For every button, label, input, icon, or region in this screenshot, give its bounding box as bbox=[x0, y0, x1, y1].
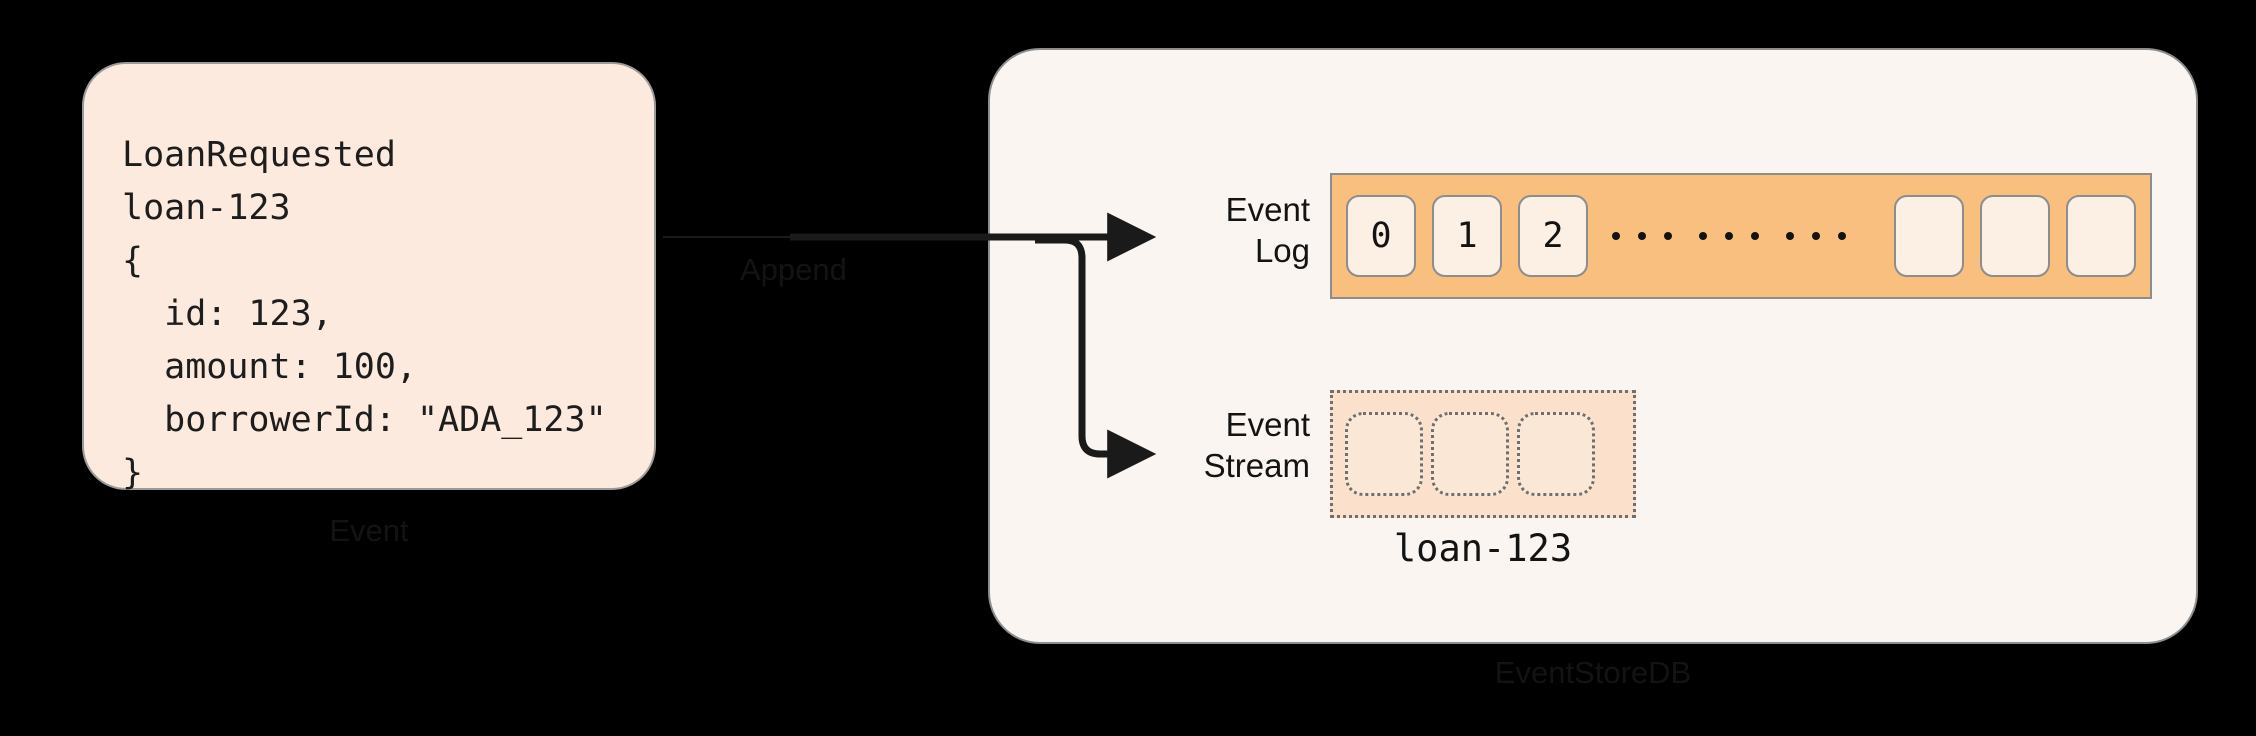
ellipsis-dot bbox=[1638, 232, 1646, 240]
ellipsis-dot bbox=[1664, 232, 1672, 240]
ellipsis-dot bbox=[1812, 232, 1820, 240]
event-log-cell-empty bbox=[2066, 195, 2136, 277]
event-log-cell-empty bbox=[1894, 195, 1964, 277]
event-stream-band bbox=[1330, 390, 1636, 518]
event-stream-cell bbox=[1345, 412, 1423, 496]
ellipsis-dot bbox=[1725, 232, 1733, 240]
append-arrow-label: Append bbox=[740, 252, 847, 287]
event-stream-cell bbox=[1431, 412, 1509, 496]
event-log-band: 0 1 2 bbox=[1330, 173, 2152, 299]
event-log-cell-empty bbox=[1980, 195, 2050, 277]
eventstoredb-caption: EventStoreDB bbox=[1494, 655, 1692, 690]
event-stream-label: Event Stream bbox=[1203, 406, 1310, 484]
ellipsis-dot bbox=[1699, 232, 1707, 240]
event-stream-cell bbox=[1517, 412, 1595, 496]
event-log-trailing-cells bbox=[1894, 195, 2136, 277]
event-log-cell: 2 bbox=[1518, 195, 1588, 277]
event-card: LoanRequested loan-123 { id: 123, amount… bbox=[82, 62, 656, 493]
ellipsis-dot bbox=[1612, 232, 1620, 240]
eventstoredb-container bbox=[988, 48, 2198, 644]
ellipsis-group bbox=[1612, 232, 1672, 240]
event-card-caption: Event bbox=[329, 513, 409, 548]
event-log-ellipsis bbox=[1612, 232, 1846, 240]
ellipsis-group bbox=[1699, 232, 1759, 240]
event-log-label: Event Log bbox=[1225, 191, 1310, 269]
ellipsis-dot bbox=[1838, 232, 1846, 240]
event-log-cell: 1 bbox=[1432, 195, 1502, 277]
event-stream-name: loan-123 bbox=[1393, 527, 1573, 570]
ellipsis-dot bbox=[1786, 232, 1794, 240]
event-log-cell: 0 bbox=[1346, 195, 1416, 277]
event-payload-code: LoanRequested loan-123 { id: 123, amount… bbox=[122, 135, 607, 493]
ellipsis-group bbox=[1786, 232, 1846, 240]
ellipsis-dot bbox=[1751, 232, 1759, 240]
